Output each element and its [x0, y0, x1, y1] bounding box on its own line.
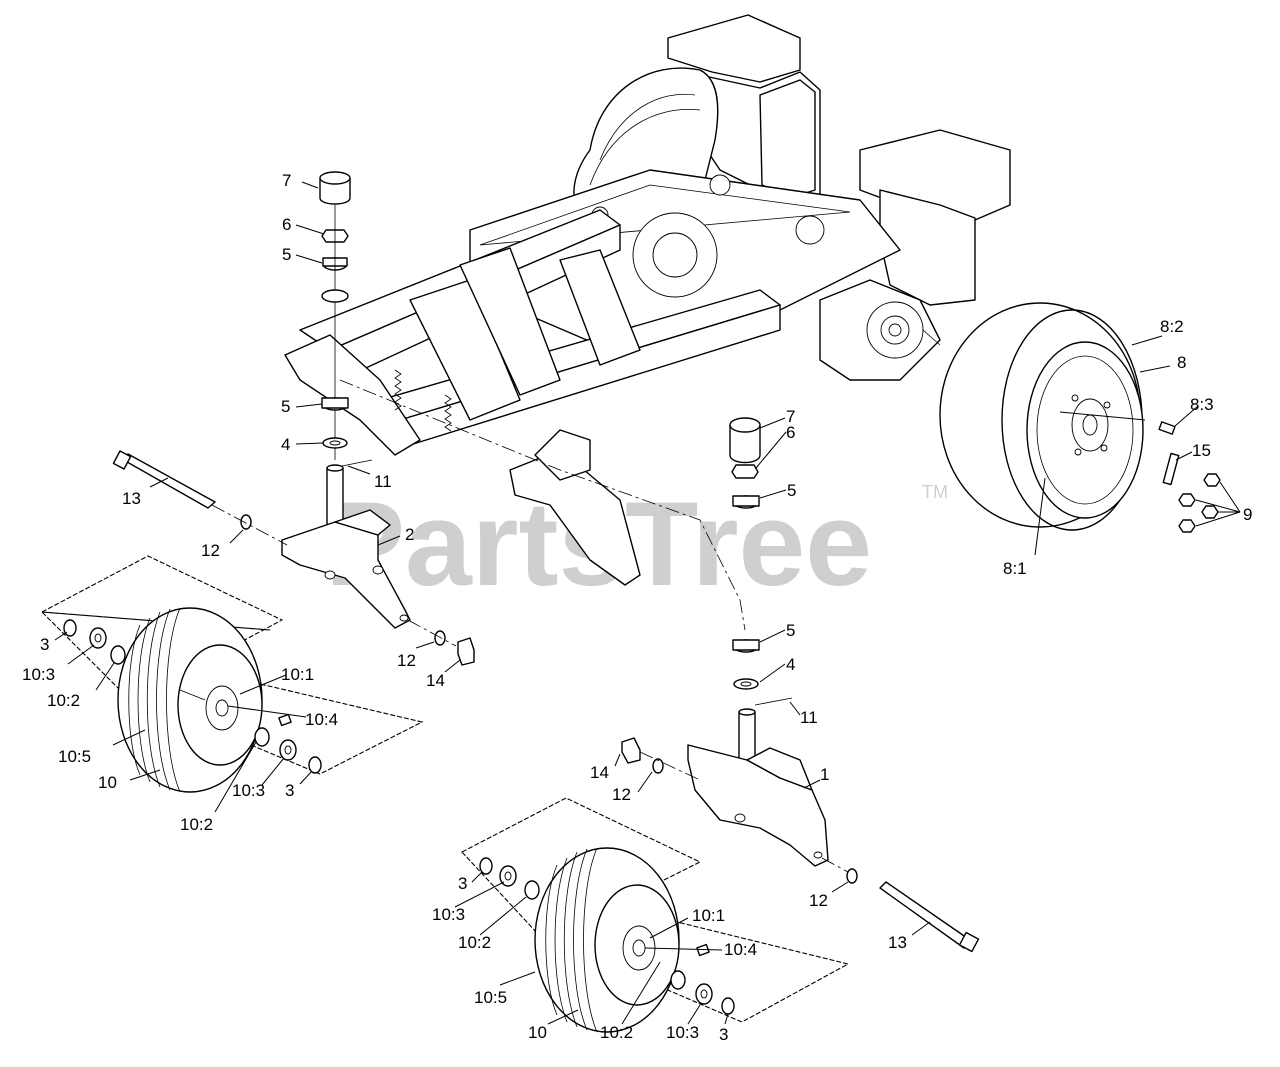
callout-10-3: 10:3 — [232, 781, 265, 800]
rear-drive-wheel — [939, 302, 1221, 533]
callout-8-3: 8:3 — [1190, 395, 1214, 414]
assembly-centerline — [339, 379, 746, 631]
callout-13: 13 — [122, 489, 141, 508]
callout-12: 12 — [612, 785, 631, 804]
callout-5: 5 — [281, 397, 290, 416]
callout-10-1: 10:1 — [281, 665, 314, 684]
main-frame — [284, 14, 1011, 586]
callout-10-4: 10:4 — [724, 940, 757, 959]
callout-10-5: 10:5 — [474, 988, 507, 1007]
callout-12: 12 — [201, 541, 220, 560]
callout-10: 10 — [528, 1023, 547, 1042]
callout-2: 2 — [405, 525, 414, 544]
right-caster-stack — [621, 417, 980, 953]
callout-9: 9 — [1243, 505, 1252, 524]
callout-10-3: 10:3 — [432, 905, 465, 924]
leader-lines — [54, 181, 1241, 1025]
callout-8-2: 8:2 — [1160, 317, 1184, 336]
callout-5: 5 — [787, 481, 796, 500]
callout-14: 14 — [590, 763, 609, 782]
callout-10-2: 10:2 — [180, 815, 213, 834]
callout-10: 10 — [98, 773, 117, 792]
callout-13: 13 — [888, 933, 907, 952]
left-front-wheel — [63, 607, 322, 793]
callout-15: 15 — [1192, 441, 1211, 460]
left-wheel-frame — [41, 555, 424, 775]
callout-labels: 7 6 5 5 4 11 13 12 2 12 14 3 10:3 10:2 1… — [22, 171, 1252, 1044]
callout-12: 12 — [809, 891, 828, 910]
callout-10-5: 10:5 — [58, 747, 91, 766]
callout-8-1: 8:1 — [1003, 559, 1027, 578]
callout-10-1: 10:1 — [692, 906, 725, 925]
callout-6: 6 — [786, 423, 795, 442]
callout-10-2: 10:2 — [458, 933, 491, 952]
callout-10-3: 10:3 — [666, 1023, 699, 1042]
watermark-trademark: TM — [922, 482, 948, 502]
callout-12: 12 — [397, 651, 416, 670]
callout-7: 7 — [282, 171, 291, 190]
callout-3: 3 — [285, 781, 294, 800]
right-front-wheel — [479, 847, 735, 1033]
callout-5: 5 — [786, 621, 795, 640]
callout-11: 11 — [374, 472, 392, 491]
left-caster-stack — [112, 171, 475, 666]
callout-10-3: 10:3 — [22, 665, 55, 684]
callout-1: 1 — [820, 765, 829, 784]
callout-4: 4 — [786, 655, 795, 674]
callout-10-4: 10:4 — [305, 710, 338, 729]
callout-5: 5 — [282, 245, 291, 264]
callout-10-2: 10:2 — [600, 1023, 633, 1042]
callout-3: 3 — [458, 874, 467, 893]
callout-14: 14 — [426, 671, 445, 690]
callout-8: 8 — [1177, 353, 1186, 372]
callout-4: 4 — [281, 435, 290, 454]
callout-10-2: 10:2 — [47, 691, 80, 710]
callout-3: 3 — [719, 1025, 728, 1044]
callout-7: 7 — [786, 407, 795, 426]
callout-6: 6 — [282, 215, 291, 234]
callout-3: 3 — [40, 635, 49, 654]
callout-11: 11 — [800, 708, 818, 727]
